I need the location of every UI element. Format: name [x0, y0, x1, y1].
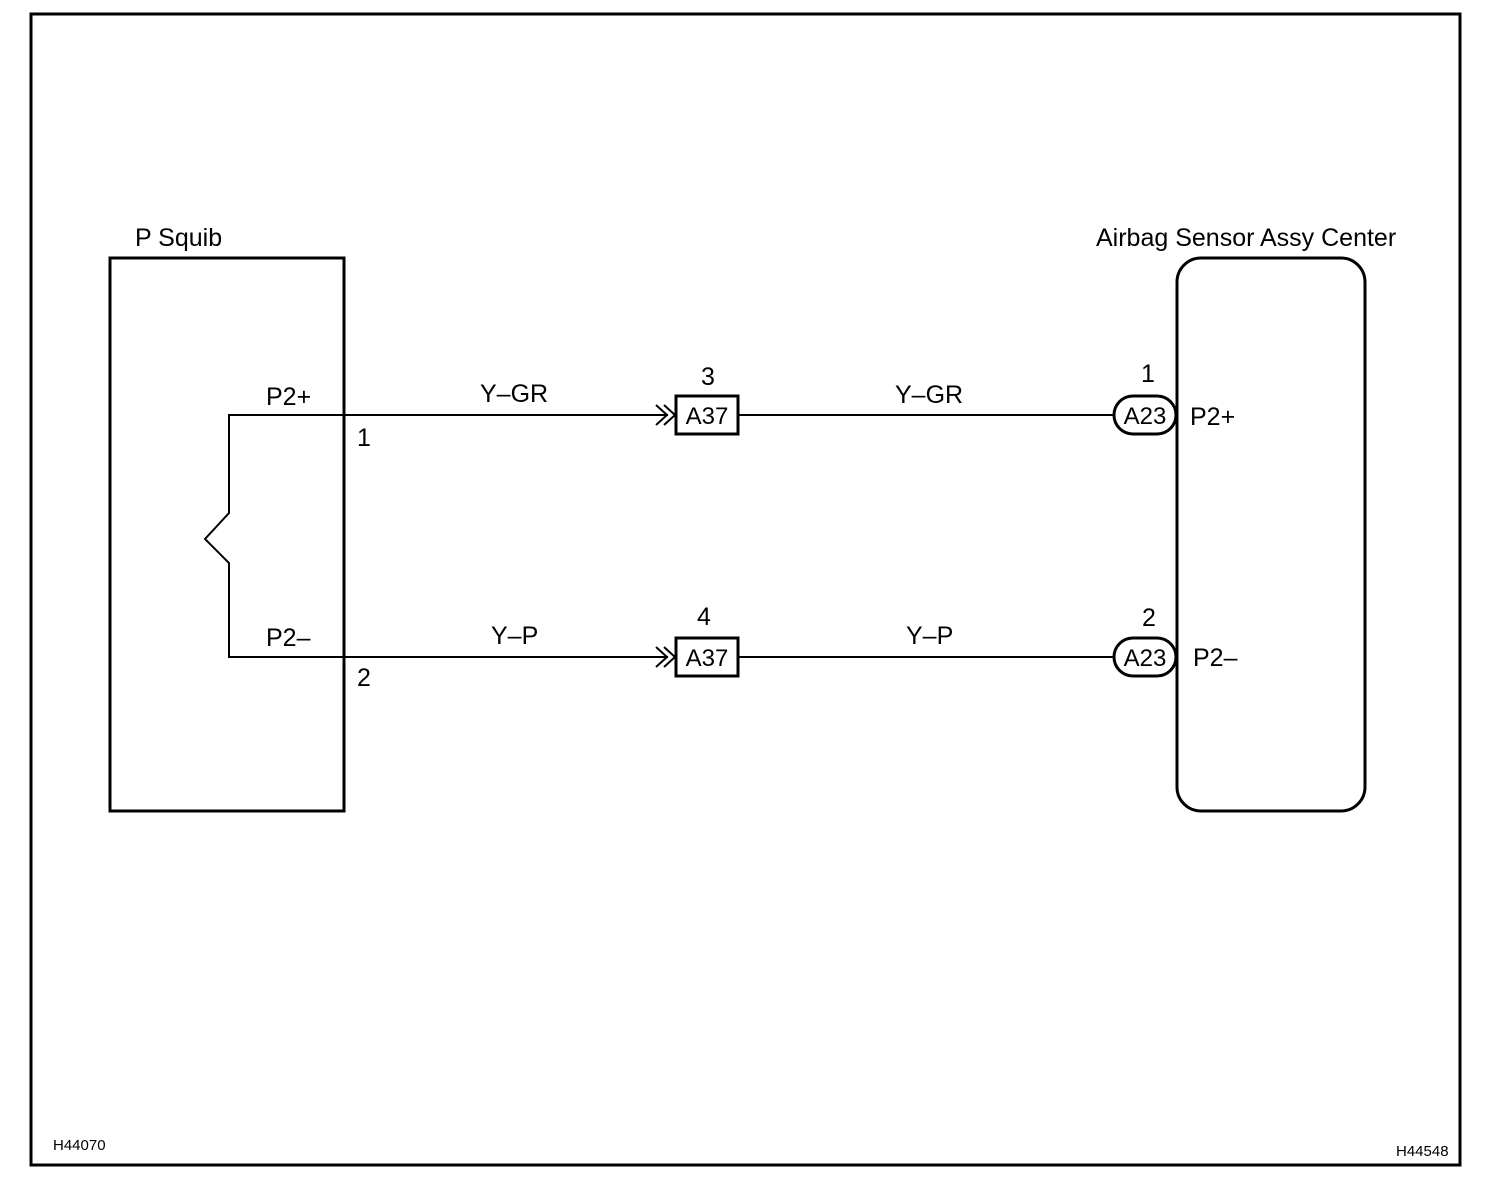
airbag-sensor-box	[1175, 256, 1367, 813]
p-squib-box	[108, 256, 346, 813]
squib-pin-bottom-number: 2	[357, 664, 371, 692]
sensor-connector-bottom	[1112, 636, 1178, 678]
sensor-connector-top	[1112, 394, 1178, 436]
figure-code-left: H44070	[53, 1137, 106, 1154]
figure-code-right: H44548	[1396, 1143, 1449, 1160]
diagram-frame	[29, 12, 1462, 1167]
sensor-pin-bottom-label: P2–	[1193, 644, 1238, 672]
sensor-connector-bottom-label: A23	[1124, 645, 1167, 672]
junction-bottom-connector: A37	[686, 645, 729, 672]
wire-bottom-right-color: Y–P	[906, 622, 953, 650]
sensor-pin-top-number: 1	[1141, 360, 1155, 388]
p-squib-title: P Squib	[135, 224, 222, 252]
junction-bottom-pin: 4	[697, 603, 711, 631]
wire-top-left-color: Y–GR	[480, 380, 548, 408]
sensor-connector-top-label: A23	[1124, 403, 1167, 430]
squib-element	[203, 414, 344, 658]
squib-pin-top-label: P2+	[266, 383, 311, 411]
sensor-pin-bottom-number: 2	[1142, 604, 1156, 632]
squib-pin-top-number: 1	[357, 424, 371, 452]
wire-bottom-left-color: Y–P	[491, 622, 538, 650]
junction-top-connector: A37	[686, 403, 729, 430]
airbag-sensor-title: Airbag Sensor Assy Center	[1096, 224, 1396, 252]
wire-top-right-color: Y–GR	[895, 381, 963, 409]
sensor-pin-top-label: P2+	[1190, 403, 1235, 431]
junction-top-pin: 3	[701, 363, 715, 391]
squib-pin-bottom-label: P2–	[266, 624, 311, 652]
junction-top-box	[674, 394, 740, 436]
